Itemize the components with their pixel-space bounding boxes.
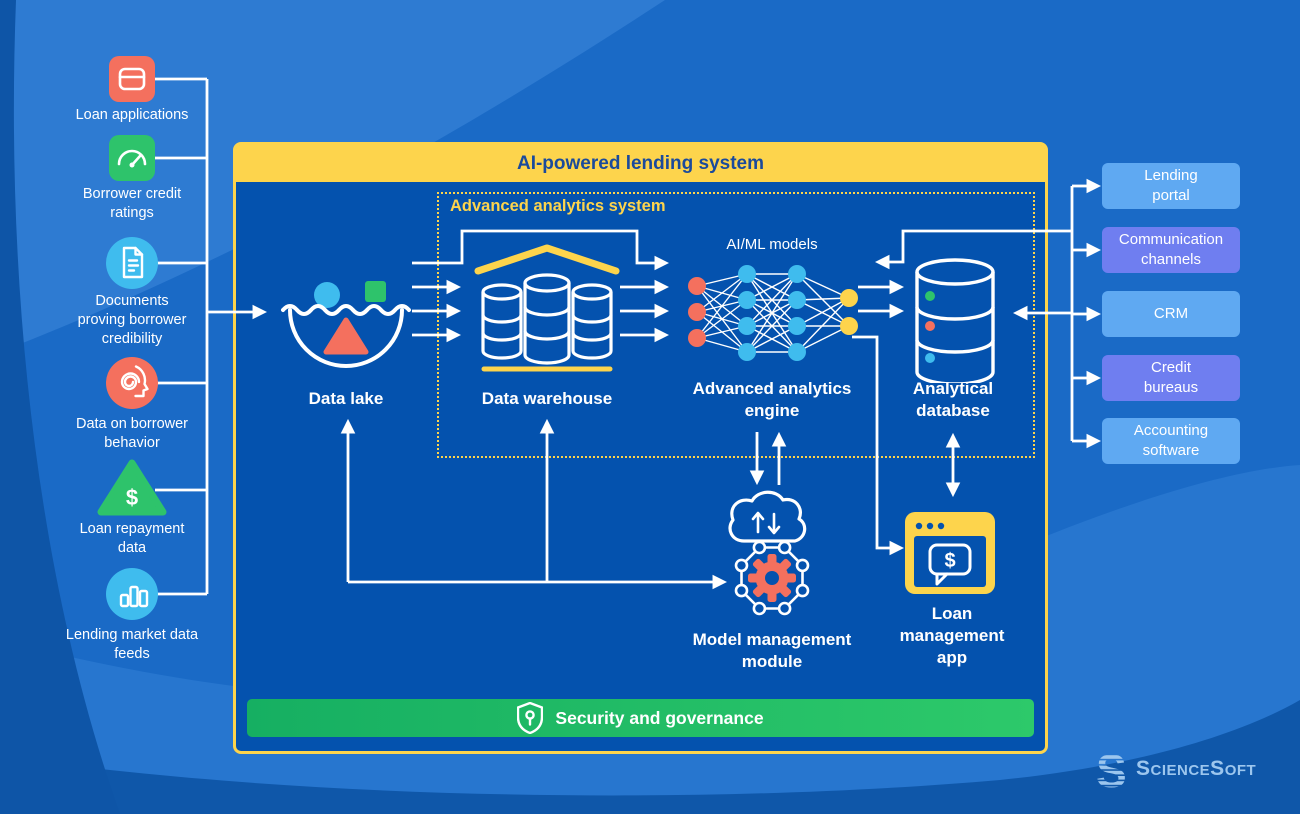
external-system-accounting-software: Accounting software	[1102, 418, 1240, 464]
input-label-behavior: Data on borrower behavior	[75, 416, 189, 451]
analytical-database-icon	[915, 258, 995, 383]
loan-app-label: Loan management app	[899, 604, 1005, 668]
bar-chart-icon	[106, 568, 158, 620]
data-lake-label: Data lake	[308, 389, 384, 408]
input-label-loan-applications: Loan applications	[75, 107, 189, 123]
external-system-lending-portal: Lending portal	[1102, 163, 1240, 209]
page-title: AI-powered lending system	[236, 145, 1045, 182]
dollar-sign: $	[126, 485, 138, 510]
wallet-icon	[109, 56, 155, 102]
input-label-market-feeds: Lending market data feeds	[65, 627, 199, 662]
sciencesoft-logo-text: ScienceSoft	[1136, 757, 1257, 780]
shield-key-icon	[517, 702, 544, 734]
data-lake-icon	[281, 281, 411, 368]
external-system-crm: CRM	[1102, 291, 1240, 337]
analytics-engine-label: Advanced analytics engine	[692, 379, 852, 421]
input-label-credit-ratings: Borrower credit ratings	[82, 186, 182, 221]
aiml-models-label: AI/ML models	[726, 236, 818, 253]
advanced-analytics-box	[437, 192, 1035, 458]
security-governance-label: Security and governance	[555, 707, 764, 728]
security-governance-bar: Security and governance	[247, 699, 1034, 737]
input-label-repayment: Loan repayment data	[79, 521, 185, 556]
sciencesoft-logo-icon: S	[1096, 750, 1127, 792]
dollar-triangle-icon: $	[97, 459, 167, 516]
input-label-documents: Documents proving borrower credibility	[77, 293, 187, 347]
analytical-database-label: Analytical database	[912, 379, 994, 421]
app-dollar-sign: $	[944, 550, 955, 572]
logo-mark: S	[1096, 750, 1127, 792]
document-icon	[106, 237, 158, 289]
loan-app-icon: $	[905, 512, 995, 594]
advanced-analytics-label: Advanced analytics system	[450, 197, 666, 215]
gauge-icon	[109, 135, 155, 181]
external-system-communication-channels: Communication channels	[1102, 227, 1240, 273]
model-management-label: Model management module	[692, 630, 852, 672]
data-warehouse-icon	[474, 244, 620, 372]
data-warehouse-label: Data warehouse	[481, 389, 613, 408]
mind-icon	[106, 357, 158, 409]
model-management-icon	[728, 490, 810, 616]
external-system-credit-bureaus: Credit bureaus	[1102, 355, 1240, 401]
